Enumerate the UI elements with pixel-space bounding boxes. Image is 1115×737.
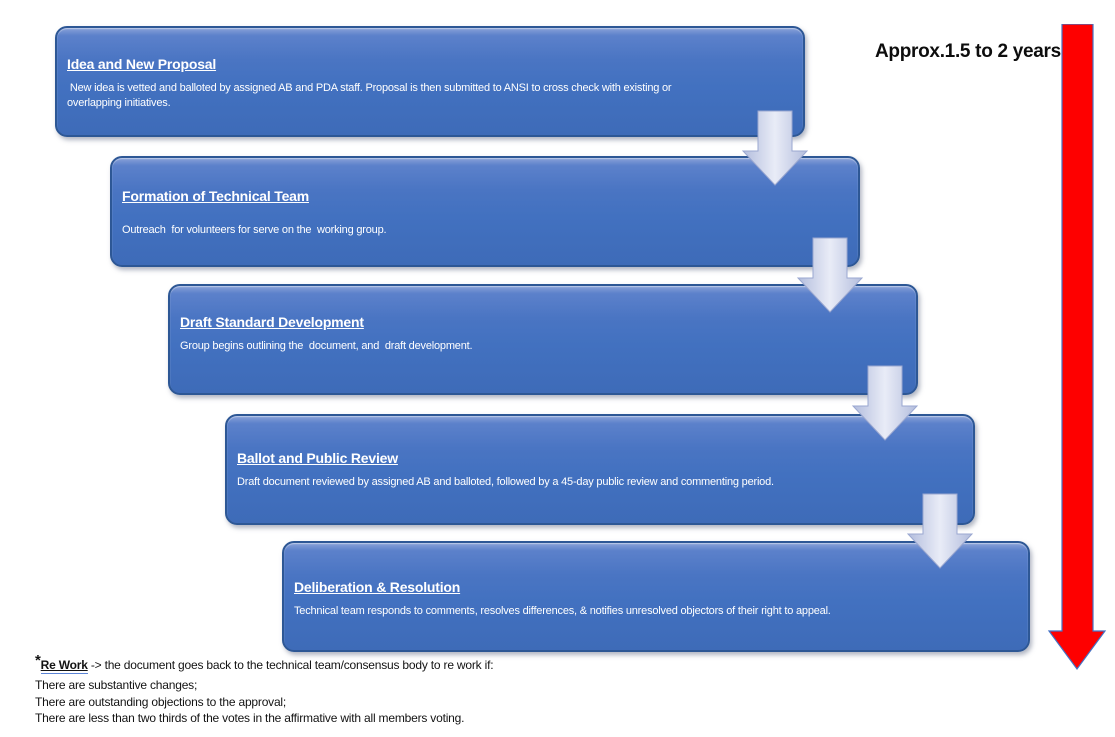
step-box-formation-of-technical-team: Formation of Technical Team Outreach for…: [110, 156, 860, 267]
step-description: Technical team responds to comments, res…: [294, 605, 831, 617]
step-box-idea-and-new-proposal: Idea and New Proposal New idea is vetted…: [55, 26, 805, 137]
step-title: Deliberation & Resolution: [294, 579, 461, 595]
step-box-deliberation-and-resolution: Deliberation & Resolution Technical team…: [282, 541, 1030, 652]
rework-footnote-heading: *Re Work -> the document goes back to th…: [35, 652, 494, 674]
rework-footnote: *Re Work -> the document goes back to th…: [35, 652, 494, 727]
rework-condition-2: There are outstanding objections to the …: [35, 694, 287, 709]
step-description: Outreach for volunteers for serve on the…: [122, 224, 387, 236]
step-box-draft-standard-development: Draft Standard Development Group begins …: [168, 284, 918, 395]
step-description: New idea is vetted and balloted by assig…: [67, 82, 675, 109]
rework-intro-text: -> the document goes back to the technic…: [87, 658, 494, 672]
rework-term: Re Work: [40, 658, 88, 674]
rework-condition-3: There are less than two thirds of the vo…: [35, 711, 465, 725]
step-description: Draft document reviewed by assigned AB a…: [237, 476, 774, 488]
step-title: Idea and New Proposal: [67, 56, 217, 72]
step-box-ballot-and-public-review: Ballot and Public Review Draft document …: [225, 414, 975, 525]
asterisk-mark: *: [35, 652, 41, 669]
duration-label: Approx.1.5 to 2 years: [875, 41, 1061, 62]
step-title: Formation of Technical Team: [122, 188, 309, 204]
rework-condition-1: There are substantive changes;: [35, 678, 198, 692]
duration-down-arrow-icon: [1047, 24, 1107, 671]
step-title: Ballot and Public Review: [237, 450, 398, 466]
step-title: Draft Standard Development: [180, 314, 364, 330]
step-description: Group begins outlining the document, and…: [180, 340, 473, 352]
